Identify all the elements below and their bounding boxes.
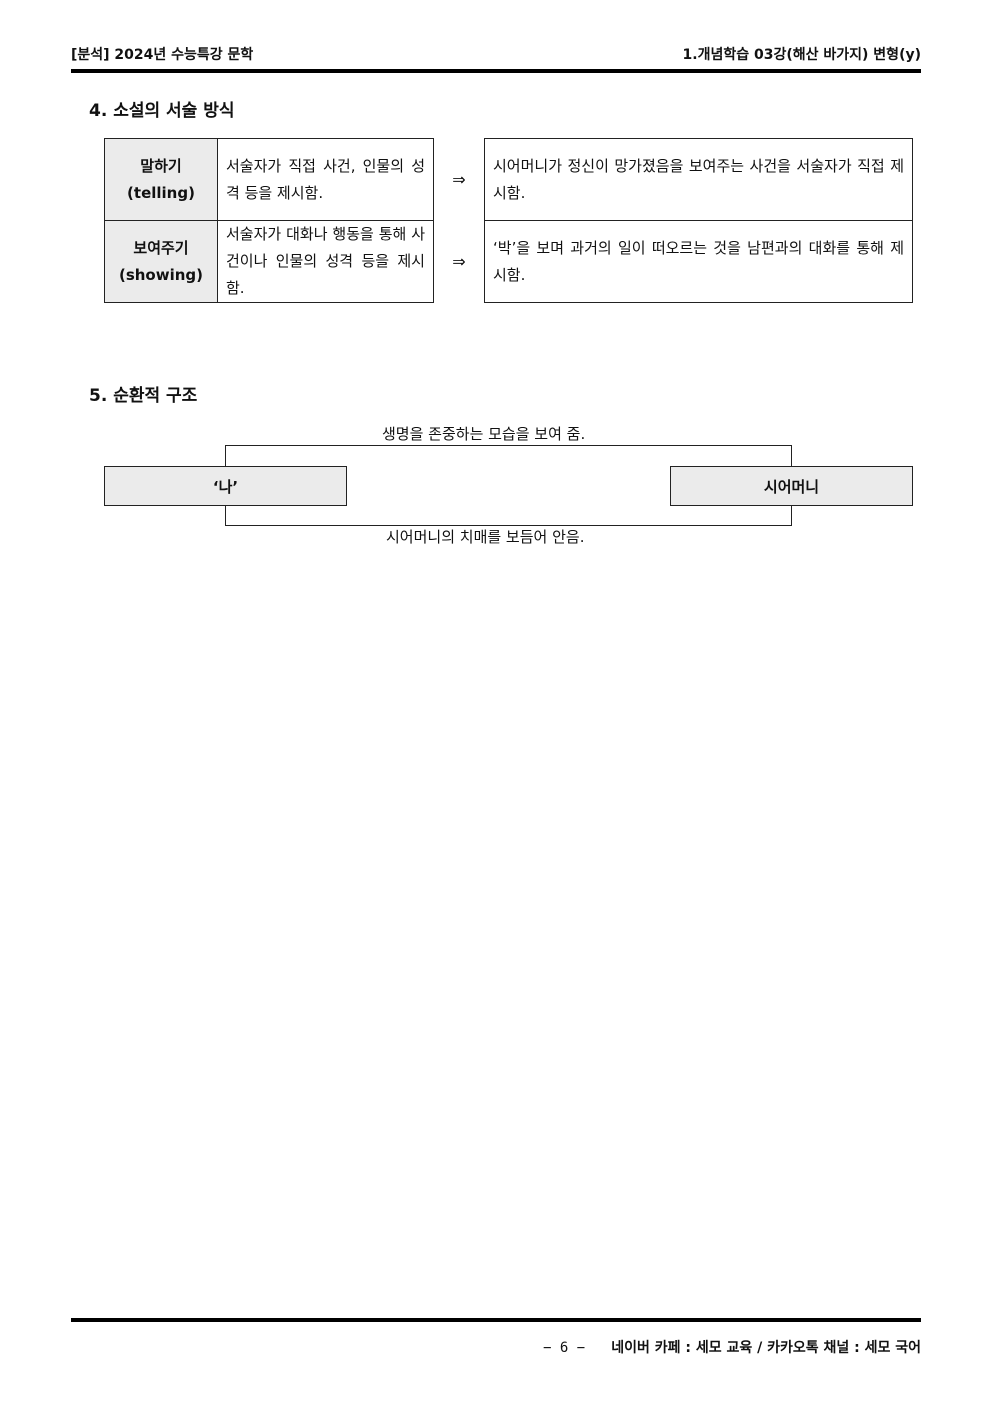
top-caption: 생명을 존중하는 모습을 보여 줌.	[378, 423, 590, 444]
bottom-caption: 시어머니의 치매를 보듬어 안음.	[382, 526, 589, 547]
arrow-icon: ⇒	[452, 252, 466, 271]
showing-desc-cell: 서술자가 대화나 행동을 통해 사건이나 인물의 성격 등을 제시함.	[217, 220, 434, 303]
page-footer: − 6 − 네이버 카페 : 세모 교육 / 카카오톡 채널 : 세모 국어	[71, 1337, 921, 1357]
header-right: 1.개념학습 03강(해산 바가지) 변형(y)	[682, 47, 921, 63]
showing-example-cell: ‘박’을 보며 과거의 일이 떠오르는 것을 남편과의 대화를 통해 제시함.	[484, 220, 913, 303]
node-narrator: ‘나’	[104, 466, 347, 506]
section-4-title: 4. 소설의 서술 방식	[89, 101, 235, 121]
telling-label: 말하기 (telling)	[104, 138, 218, 221]
header-left: [분석] 2024년 수능특강 문학	[71, 47, 254, 63]
node-mother-in-law: 시어머니	[670, 466, 913, 506]
showing-label: 보여주기 (showing)	[104, 220, 218, 303]
showing-label-ko: 보여주기	[133, 238, 189, 257]
section-5-title: 5. 순환적 구조	[89, 386, 198, 406]
showing-label-en: (showing)	[118, 265, 204, 284]
footer-info: 네이버 카페 : 세모 교육 / 카카오톡 채널 : 세모 국어	[611, 1340, 921, 1356]
header-rule	[71, 69, 921, 73]
showing-example: ‘박’을 보며 과거의 일이 떠오르는 것을 남편과의 대화를 통해 제시함.	[493, 238, 904, 284]
arrow-icon: ⇒	[452, 170, 466, 189]
top-connector	[225, 445, 792, 466]
telling-example-cell: 시어머니가 정신이 망가졌음을 보여주는 사건을 서술자가 직접 제시함.	[484, 138, 913, 221]
page-header: [분석] 2024년 수능특강 문학 1.개념학습 03강(해산 바가지) 변형…	[71, 44, 921, 64]
footer-rule	[71, 1318, 921, 1322]
page-number: − 6 −	[543, 1340, 586, 1356]
telling-label-en: (telling)	[127, 183, 195, 202]
telling-example: 시어머니가 정신이 망가졌음을 보여주는 사건을 서술자가 직접 제시함.	[493, 156, 904, 202]
telling-desc: 서술자가 직접 사건, 인물의 성격 등을 제시함.	[226, 156, 425, 202]
telling-label-ko: 말하기	[140, 156, 182, 175]
telling-desc-cell: 서술자가 직접 사건, 인물의 성격 등을 제시함.	[217, 138, 434, 221]
bottom-connector	[225, 505, 792, 526]
showing-desc: 서술자가 대화나 행동을 통해 사건이나 인물의 성격 등을 제시함.	[226, 225, 425, 297]
